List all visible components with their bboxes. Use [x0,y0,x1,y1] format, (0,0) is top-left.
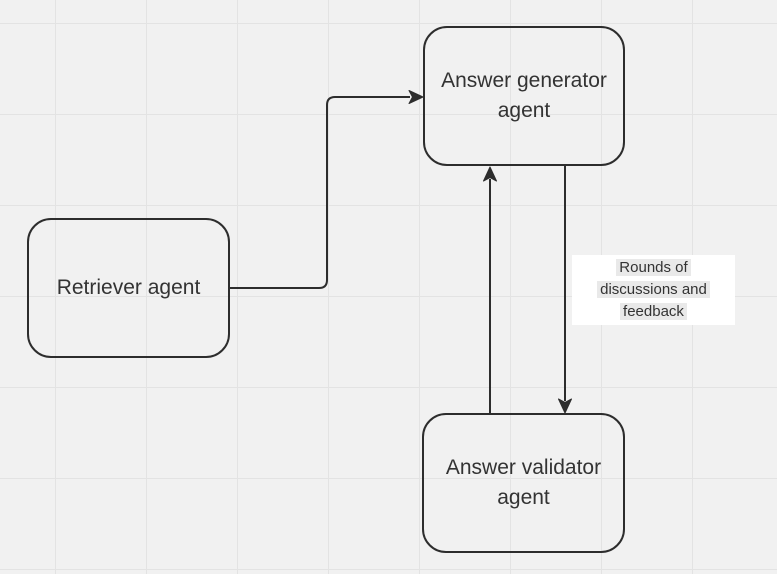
node-answer-validator-agent[interactable]: Answer validator agent [422,413,625,553]
node-label: Answer validator agent [445,456,602,509]
node-label: Retriever agent [56,276,201,299]
edge-validator-to-generator[interactable] [483,166,497,414]
edge-label-rounds-of-discussions[interactable]: Rounds of discussions and feedback [572,255,735,325]
edge-label-line: discussions and [597,279,710,301]
node-retriever-agent[interactable]: Retriever agent [27,218,230,358]
edge-generator-to-validator[interactable] [558,166,572,414]
arrowhead-up-icon [483,166,497,182]
arrowhead-down-icon [558,398,572,414]
node-label: Answer generator agent [441,69,607,122]
node-answer-generator-agent[interactable]: Answer generator agent [423,26,625,166]
edge-label-line: Rounds of [616,257,691,279]
arrowhead-right-icon [408,90,424,104]
edge-label-line: feedback [620,301,687,323]
edge-retriever-to-generator[interactable] [229,90,424,289]
